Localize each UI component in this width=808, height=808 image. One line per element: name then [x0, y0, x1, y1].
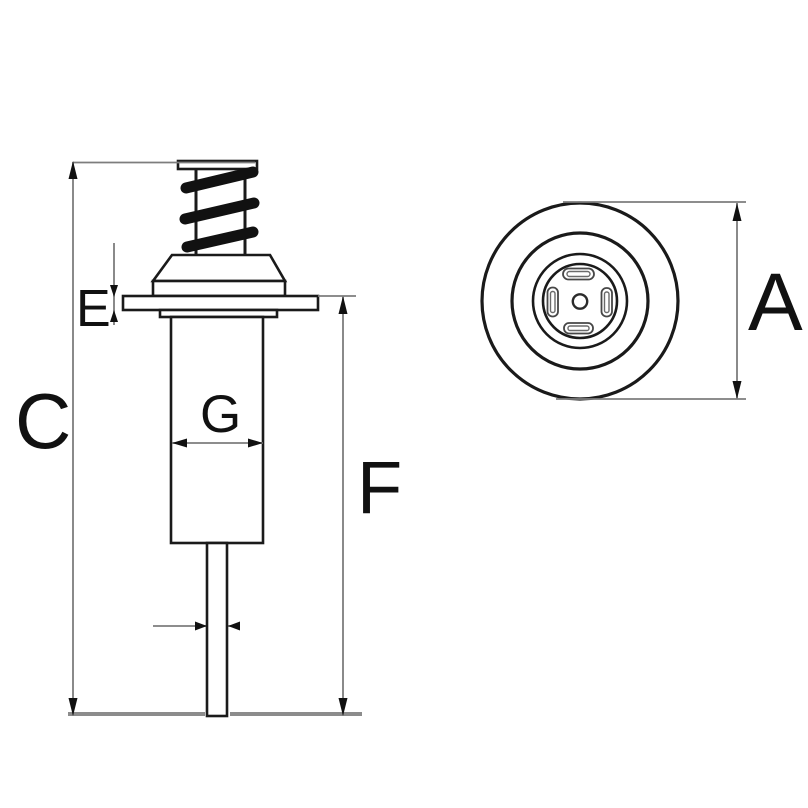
spring-coil-turn-2: [179, 197, 260, 225]
lower-rod: [205, 541, 229, 718]
head-band: [151, 279, 287, 298]
dim-rod-arrow-right: [195, 621, 207, 631]
dimension-label-e: E: [76, 280, 111, 338]
slot-left-outer: [546, 286, 559, 318]
spring-cap-plate: [176, 159, 259, 171]
slot-right-outer: [600, 287, 613, 318]
dim-f-arrow-down: [338, 698, 348, 716]
slot-right-inner: [603, 291, 610, 314]
end-view: [480, 201, 680, 401]
spring-coil-turn-1: [180, 166, 259, 194]
dimension-label-c: C: [15, 377, 72, 465]
dim-c-arrow-down: [68, 698, 78, 716]
side-view: [121, 159, 320, 545]
dim-e-arrow-up: [110, 310, 118, 322]
dim-f-arrow-up: [338, 296, 348, 314]
dim-c-arrow-up: [68, 161, 78, 179]
spring-coil-turn-3: [181, 226, 259, 253]
dimension-label-g: G: [200, 385, 242, 444]
dimension-arrowheads: [68, 161, 742, 716]
dim-g-arrow-right: [248, 438, 263, 448]
center-hole-circle: [571, 293, 589, 310]
cylinder-body: [169, 315, 265, 545]
slot-bottom-inner: [567, 325, 590, 332]
slot-bottom-outer: [563, 322, 594, 335]
dim-g-arrow-left: [172, 438, 187, 448]
slot-top-outer: [562, 267, 595, 281]
dim-a-arrow-down: [732, 381, 742, 399]
dim-rod-arrow-left: [228, 621, 240, 631]
slot-top-inner: [566, 270, 591, 278]
dimension-lines: [68, 161, 746, 716]
slot-left-inner: [549, 290, 556, 314]
dimension-label-a: A: [748, 257, 803, 348]
dimension-label-f: F: [357, 446, 403, 529]
dim-a-arrow-up: [732, 203, 742, 221]
hub-slots: [546, 267, 613, 335]
tapered-head: [150, 253, 288, 283]
flange-plate: [121, 294, 320, 312]
dim-e-arrow-down: [110, 285, 118, 297]
spring-coil: [179, 166, 260, 253]
